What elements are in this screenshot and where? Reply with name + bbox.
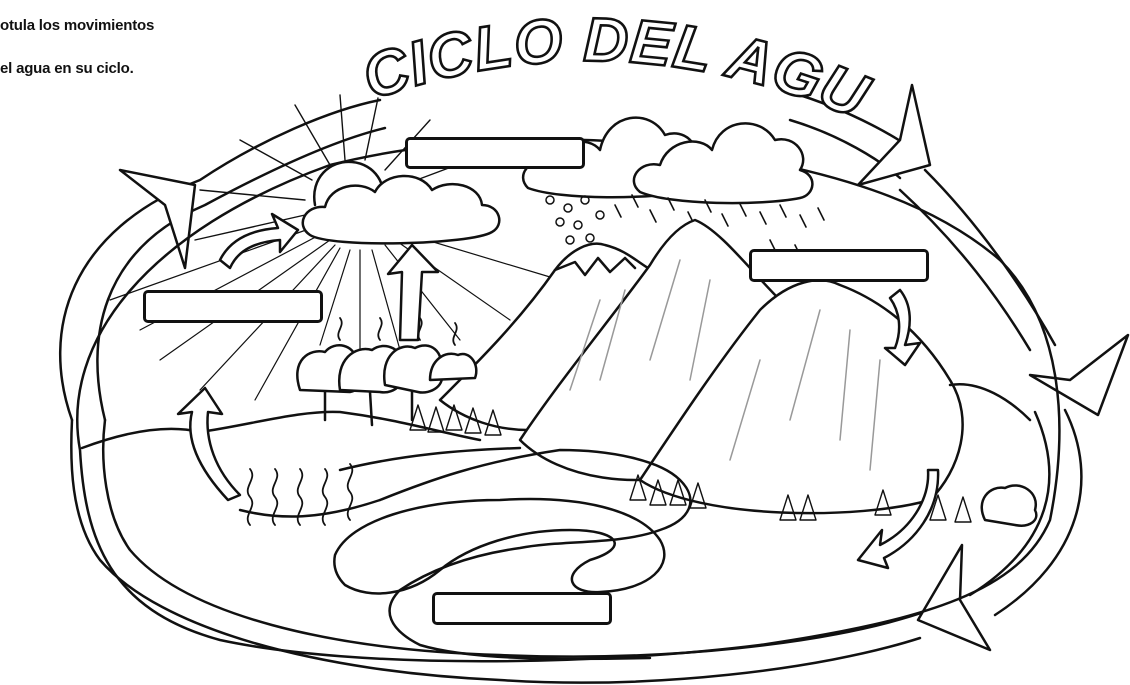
label-box-top[interactable]	[405, 137, 585, 169]
arrow-head-right	[1028, 333, 1130, 417]
infiltration-arrow	[856, 468, 940, 570]
condensation-arrow	[218, 212, 300, 270]
vapor-lines	[246, 317, 458, 526]
lake	[333, 497, 666, 595]
tree-right-bush	[980, 484, 1038, 527]
shore-left	[238, 498, 382, 518]
arrow-head-top-right	[856, 83, 932, 187]
mountain-shading	[569, 259, 881, 471]
trees-group	[296, 344, 478, 427]
mountain-snowcap	[553, 256, 637, 277]
river	[378, 448, 692, 661]
instruction-line-2: el agua en su ciclo.	[0, 60, 134, 77]
label-box-left[interactable]	[143, 290, 323, 323]
snow-flakes	[545, 195, 605, 245]
evaporation-arrow-center	[386, 243, 440, 342]
pine-trees	[409, 404, 972, 523]
label-box-bottom[interactable]	[432, 592, 612, 625]
runoff-arrow	[883, 288, 922, 367]
evaporation-arrow-left	[176, 386, 242, 502]
arrow-head-bottom-right	[916, 543, 992, 652]
page-title-text: EL CICLO DEL AGUA	[0, 0, 879, 134]
arrow-head-top-left	[118, 168, 197, 270]
cloud-right-2	[632, 122, 814, 205]
label-box-right[interactable]	[749, 249, 929, 282]
left-hill	[80, 410, 482, 450]
river-bank	[338, 446, 522, 472]
page-title: EL CICLO DEL AGUA	[0, 0, 879, 132]
far-right-hill	[948, 382, 1032, 422]
mountain-right	[638, 279, 964, 515]
instruction-line-1: otula los movimientos	[0, 17, 155, 34]
cloud-left	[301, 174, 501, 245]
